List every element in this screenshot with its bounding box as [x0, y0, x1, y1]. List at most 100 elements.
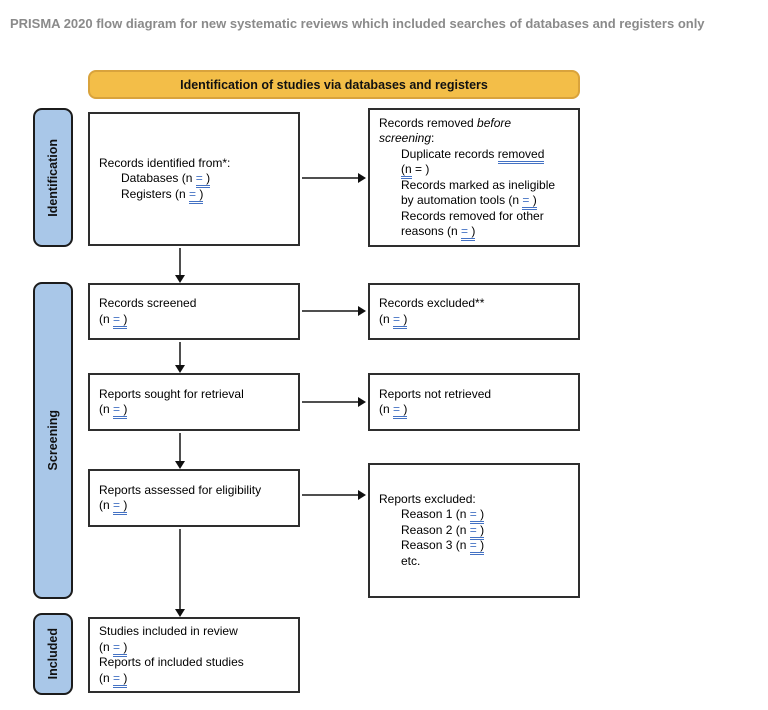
close-paren: )	[400, 402, 408, 416]
box-studies-included: Studies included in review (n = ) Report…	[88, 617, 300, 693]
equals-sign: =	[195, 171, 203, 186]
suggested-edit[interactable]: removed	[497, 146, 545, 164]
list-item-label: Reason 3 (n	[401, 538, 470, 553]
n-value-field[interactable]: = )	[393, 311, 408, 329]
box-reports-assessed: Reports assessed for eligibility (n = )	[88, 469, 300, 527]
n-value-field[interactable]: = )	[469, 507, 485, 525]
close-paren: )	[196, 186, 204, 201]
n-value-field[interactable]: = )	[461, 224, 476, 241]
arrow-identified-to-screened	[179, 248, 181, 275]
arrow-sought-to-not-retrieved	[302, 401, 358, 403]
n-value-field[interactable]: = )	[113, 639, 128, 657]
box-reports-sought: Reports sought for retrieval (n = )	[88, 373, 300, 431]
banner-label: Identification of studies via databases …	[180, 77, 488, 92]
list-item: Registers (n = )	[99, 186, 289, 204]
banner-identification-of-studies: Identification of studies via databases …	[88, 70, 580, 99]
list-item-label: Duplicate records	[401, 146, 498, 161]
list-item-label: Records removed for other	[401, 208, 544, 223]
n-value-field[interactable]: = )	[522, 193, 537, 210]
n-open: (n	[379, 402, 394, 416]
close-paren: )	[476, 507, 485, 522]
close-paren: )	[202, 171, 211, 186]
arrow-assessed-to-included	[179, 529, 181, 609]
close-paren: )	[468, 224, 476, 238]
equals-sign: =	[393, 402, 401, 416]
list-item: Reason 1 (n = )	[379, 507, 569, 525]
sidebar-label-identification: Identification	[33, 108, 73, 247]
equals-sign: =	[113, 670, 121, 685]
title-italic: before	[477, 115, 512, 130]
n-open: (n	[99, 311, 114, 326]
n-open: (n	[379, 311, 394, 326]
n-value-field[interactable]: = )	[113, 402, 128, 419]
box-title: Records excluded**	[379, 296, 485, 310]
close-paren: )	[120, 639, 128, 654]
arrow-assessed-to-reports-excluded	[302, 494, 358, 496]
n-value-field[interactable]: = )	[195, 171, 211, 189]
n-line: (n = )	[99, 402, 289, 419]
n-value-field[interactable]: = )	[393, 402, 408, 419]
n-open: (n	[99, 639, 114, 654]
list-item: Reason 3 (n = )	[379, 538, 569, 556]
equals-sign: =	[113, 639, 121, 654]
sidebar-label-screening: Screening	[33, 282, 73, 599]
equals-sign: =	[469, 538, 477, 553]
close-paren: )	[120, 402, 128, 416]
close-paren: )	[529, 193, 537, 207]
close-paren: )	[476, 522, 485, 537]
list-item-label: Reason 2 (n	[401, 522, 470, 537]
arrowhead-down-icon	[175, 461, 185, 469]
equals-sign: =	[393, 311, 401, 326]
n-value-field[interactable]: = )	[469, 522, 485, 540]
n-open: (n	[99, 402, 114, 416]
close-paren: )	[120, 311, 128, 326]
n-line: (n = )	[379, 402, 569, 419]
n-value-field[interactable]: = )	[113, 670, 128, 688]
n-line: (n = )	[99, 639, 289, 657]
arrowhead-right-icon	[358, 306, 366, 316]
list-item-label: by automation tools (n	[401, 193, 523, 207]
n-open: (n	[99, 670, 114, 685]
list-item: Databases (n = )	[99, 171, 289, 189]
equals-sign: =	[189, 186, 197, 201]
equals-sign: =	[522, 193, 530, 207]
list-item: etc.	[401, 553, 421, 568]
close-paren: )	[476, 538, 485, 553]
list-item-label: reasons (n	[401, 224, 462, 238]
box-records-identified: Records identified from*: Databases (n =…	[88, 112, 300, 246]
suggested-edit[interactable]: (n	[401, 162, 412, 179]
list-item-label: Reason 1 (n	[401, 507, 470, 522]
box-title: Reports not retrieved	[379, 386, 492, 401]
equals-sign: =	[469, 522, 477, 537]
sidebar-label-text: Identification	[46, 138, 60, 217]
box-title: Records screened	[99, 296, 197, 310]
box-title: Reports sought for retrieval	[99, 386, 244, 401]
n-value-field[interactable]: = )	[113, 498, 128, 515]
n-open: (n	[99, 498, 114, 512]
n-line: (n = )	[379, 311, 569, 329]
arrow-identified-to-removed	[302, 177, 358, 179]
n-value-field[interactable]: = )	[189, 186, 204, 204]
title-text: :	[431, 131, 435, 145]
arrow-screened-to-sought	[179, 342, 181, 365]
close-paren: )	[400, 311, 408, 326]
sidebar-label-text: Screening	[46, 410, 60, 471]
arrowhead-down-icon	[175, 609, 185, 617]
box-title: Reports excluded:	[379, 491, 476, 506]
list-item-label: Registers (n	[121, 186, 190, 201]
title-text: Records removed	[379, 115, 478, 130]
n-line: (n = )	[99, 498, 289, 515]
n-line: (n = )	[99, 311, 289, 329]
equals-sign: =	[113, 402, 121, 416]
box-records-screened: Records screened (n = )	[88, 283, 300, 340]
list-item-label: Databases (n	[121, 171, 196, 186]
list-item: Duplicate records removed(n = )	[379, 146, 569, 179]
box-reports-not-retrieved: Reports not retrieved (n = )	[368, 373, 580, 431]
box-records-excluded: Records excluded** (n = )	[368, 283, 580, 340]
n-value-field[interactable]: = )	[469, 538, 485, 556]
list-item: Reason 2 (n = )	[379, 522, 569, 540]
n-value-field[interactable]: = )	[113, 311, 128, 329]
